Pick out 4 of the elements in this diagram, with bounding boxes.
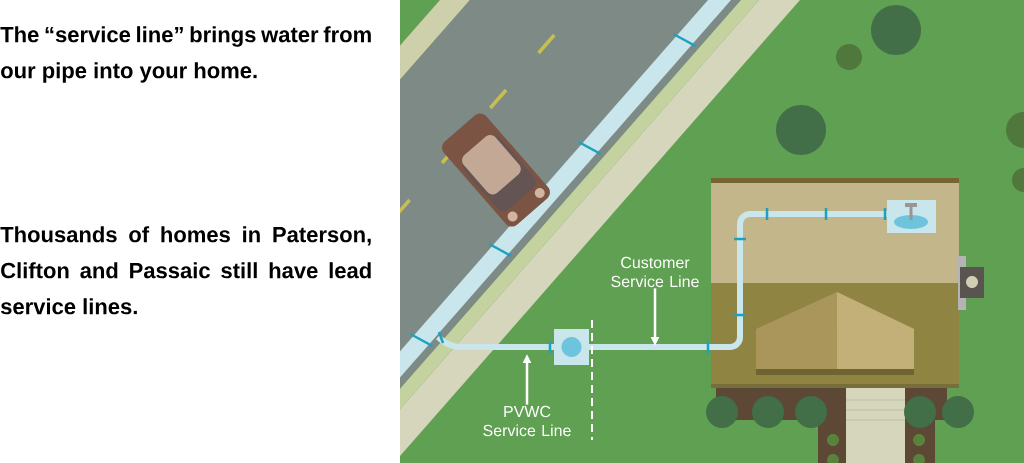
paragraph: The “service line” brings water from our pipe into your home. bbox=[0, 26, 371, 83]
paragraph: Thousands of homes in Paterson, Clifton and Passaic still have lead service lines. bbox=[0, 226, 371, 315]
line-label: Customer Service Line bbox=[611, 256, 699, 288]
line-label: PVWC Service Line bbox=[483, 405, 571, 437]
